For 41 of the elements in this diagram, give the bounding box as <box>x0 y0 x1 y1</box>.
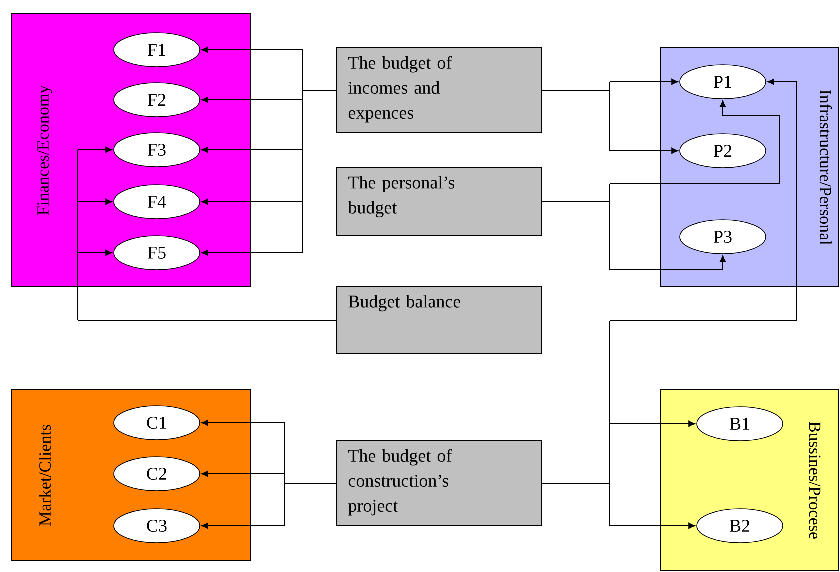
connector-arrow <box>610 256 726 270</box>
budget-box: The personal’s budget <box>336 168 542 236</box>
ellipse-node: F5 <box>114 236 200 270</box>
connector-arrow <box>78 146 112 154</box>
ellipse-node: F1 <box>114 32 200 68</box>
ellipse-node: F3 <box>114 132 200 168</box>
connector-line <box>284 422 337 526</box>
connector-arrow <box>610 148 678 154</box>
budget-box: Budget balance <box>336 286 542 354</box>
connector-arrow <box>610 100 780 184</box>
connector-arrow <box>202 420 286 426</box>
connector-arrow <box>610 420 696 428</box>
connector-arrow <box>78 250 112 256</box>
connector-line <box>78 150 337 321</box>
ellipse-node: P2 <box>680 134 766 168</box>
connector-arrow <box>202 250 304 256</box>
connector-arrow <box>202 46 304 54</box>
ellipse-node: B1 <box>696 406 784 442</box>
connector-line <box>542 82 610 152</box>
connector-arrow <box>202 522 286 530</box>
connector-line <box>542 320 610 526</box>
connector-arrow <box>610 78 798 322</box>
ellipse-node: P1 <box>680 64 766 100</box>
connector-arrow <box>78 198 112 206</box>
budget-box: The budget of construction’s project <box>336 440 542 526</box>
ellipse-node: C1 <box>114 406 200 440</box>
ellipse-node: F4 <box>114 184 200 220</box>
connector-line <box>302 50 337 254</box>
connector-arrow <box>610 522 696 530</box>
ellipse-node: B2 <box>696 508 784 544</box>
connector-arrow <box>202 470 286 478</box>
budget-box: The budget of incomes and expences <box>336 48 542 134</box>
ellipse-node: C3 <box>114 508 200 544</box>
ellipse-node: C2 <box>114 456 200 492</box>
connector-line <box>542 184 610 270</box>
ellipse-node: F2 <box>114 82 200 118</box>
ellipse-node: P3 <box>680 220 766 254</box>
connector-arrow <box>202 198 304 206</box>
connector-arrow <box>202 146 304 154</box>
connector-arrow <box>610 78 678 86</box>
connector-arrow <box>202 96 304 104</box>
